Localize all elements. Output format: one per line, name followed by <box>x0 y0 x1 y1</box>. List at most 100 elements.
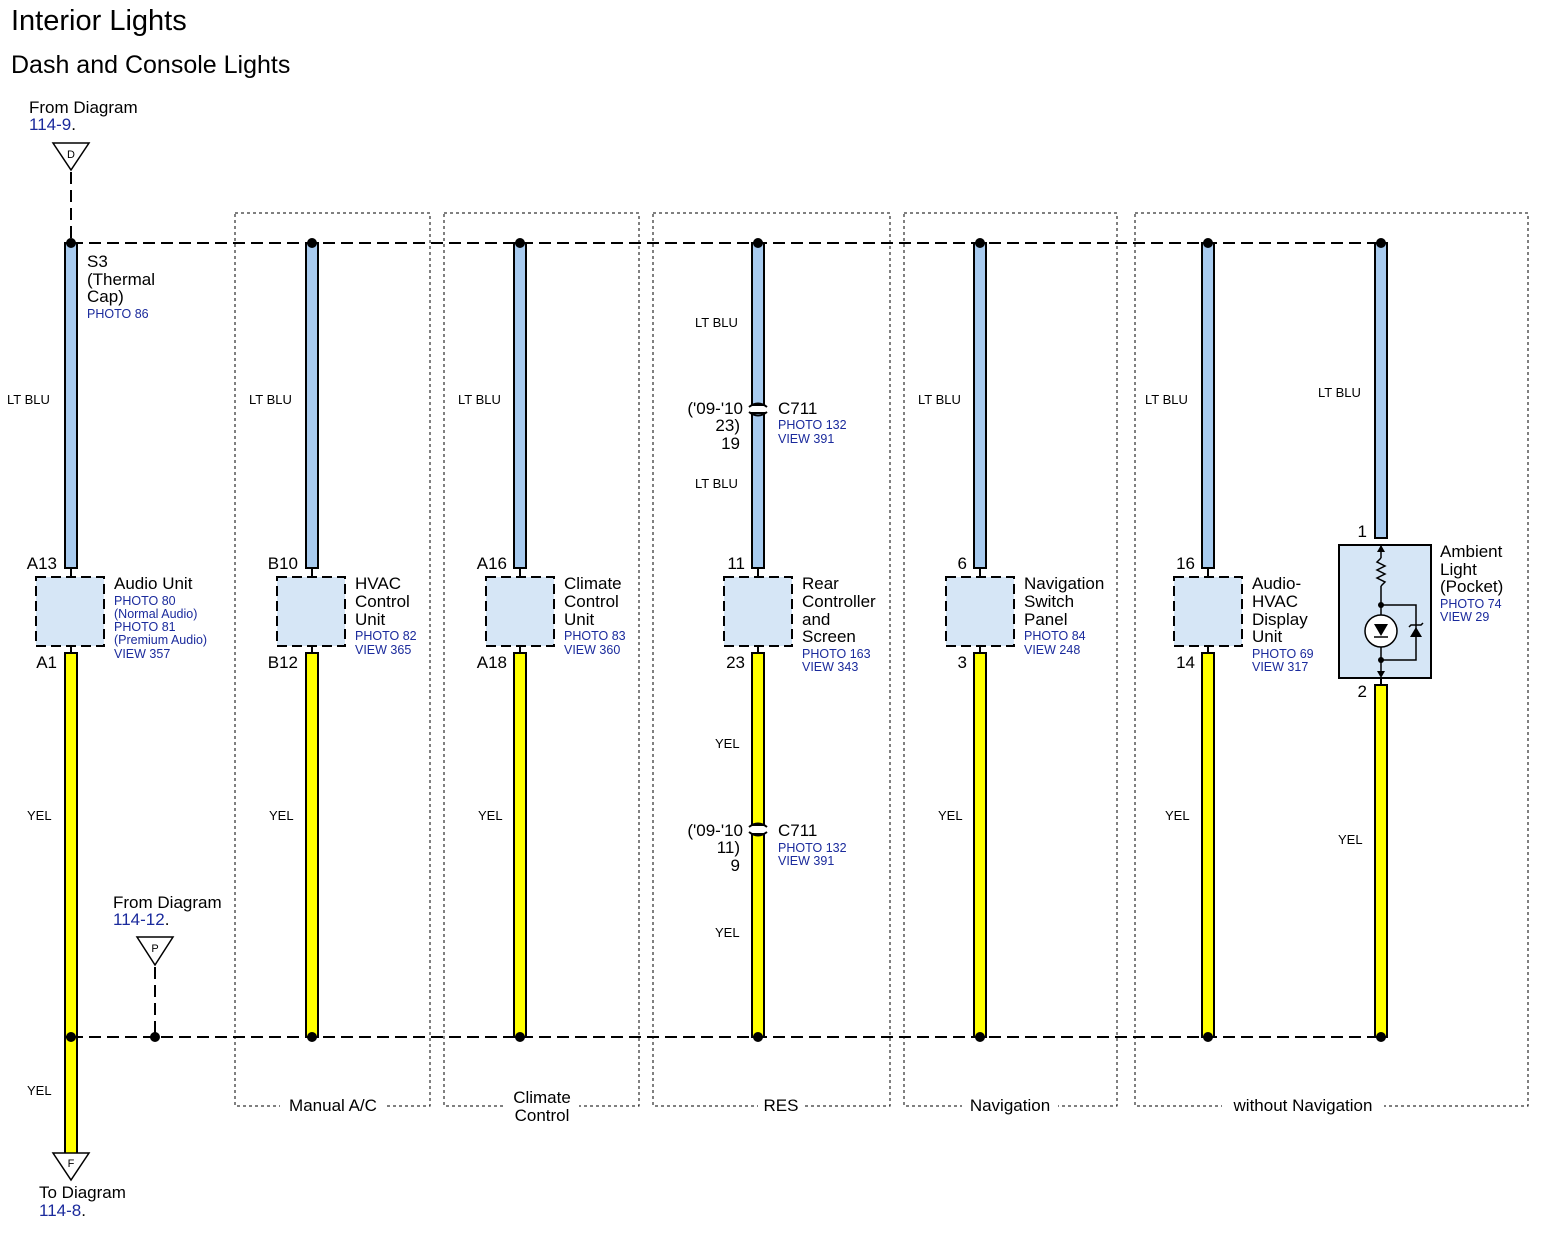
wire-label-lt-blu-4b: LT BLU <box>695 476 738 491</box>
rear-name-3: and <box>802 610 830 629</box>
wire-yel-4a <box>751 652 765 826</box>
component-climate-labels: Climate Control Unit PHOTO 83 VIEW 360 <box>564 574 626 657</box>
audio-unit-box[interactable] <box>35 576 105 647</box>
climate-control-unit-box[interactable] <box>485 576 555 647</box>
c711-top-pin-23: 23) <box>715 416 740 435</box>
wire-yel-3 <box>513 652 527 1038</box>
ahd-photo[interactable]: PHOTO 69 <box>1252 647 1314 661</box>
ahd-name-1: Audio- <box>1252 574 1301 593</box>
pin-audio-hvac-bottom: 14 <box>1176 653 1195 672</box>
navigation-switch-panel-box[interactable] <box>945 576 1015 647</box>
nav-name-2: Switch <box>1024 592 1074 611</box>
audio-unit-photo-80[interactable]: PHOTO 80 <box>114 594 176 608</box>
from-diagram-label: From Diagram <box>29 98 138 117</box>
splice-s3-id: S3 <box>87 252 108 271</box>
group-box-navigation <box>903 212 1118 1107</box>
rear-photo[interactable]: PHOTO 163 <box>802 647 871 661</box>
c711-top-view[interactable]: VIEW 391 <box>778 432 834 446</box>
rear-view[interactable]: VIEW 343 <box>802 660 858 674</box>
ambient-name-3: (Pocket) <box>1440 577 1503 596</box>
wires <box>64 242 1388 1156</box>
off-page-connector-p-icon <box>135 936 175 967</box>
ambient-light-box[interactable] <box>1338 544 1432 679</box>
ahd-view[interactable]: VIEW 317 <box>1252 660 1308 674</box>
group-boxes <box>234 212 1529 1107</box>
ambient-view[interactable]: VIEW 29 <box>1440 610 1489 624</box>
wire-lt-blu-5 <box>973 242 987 569</box>
from-diagram-ref-link[interactable]: 114-9. <box>29 115 76 134</box>
audio-unit-name: Audio Unit <box>114 574 193 593</box>
wire-yel-4b <box>751 833 765 1038</box>
wire-yel-1-out <box>64 1036 78 1156</box>
wire-label-yel-7: YEL <box>1338 832 1363 847</box>
c711-bottom-photo[interactable]: PHOTO 132 <box>778 841 847 855</box>
pin-labels: A13 A1 B10 B12 A16 A18 11 23 6 3 16 14 1… <box>27 522 1367 701</box>
wire-label-lt-blu-7: LT BLU <box>1318 385 1361 400</box>
c711-top-pin-note: ('09-'10 <box>687 399 743 418</box>
component-ambient-labels: Ambient Light (Pocket) PHOTO 74 VIEW 29 <box>1440 542 1503 624</box>
off-page-connector-f-letter: F <box>68 1158 75 1170</box>
inline-connector-c711-bottom <box>748 822 768 837</box>
wire-lt-blu-7 <box>1374 242 1388 539</box>
hvac-name-2: Control <box>355 592 410 611</box>
wire-lt-blu-6 <box>1201 242 1215 569</box>
audio-unit-normal-audio: (Normal Audio) <box>114 607 197 621</box>
ambient-photo[interactable]: PHOTO 74 <box>1440 597 1502 611</box>
audio-unit-premium-audio: (Premium Audio) <box>114 633 207 647</box>
rear-controller-box[interactable] <box>723 576 793 647</box>
wire-label-lt-blu-6: LT BLU <box>1145 392 1188 407</box>
component-rear-controller-labels: Rear Controller and Screen PHOTO 163 VIE… <box>802 574 876 674</box>
component-nav-switch-labels: Navigation Switch Panel PHOTO 84 VIEW 24… <box>1024 574 1104 657</box>
pin-audio-bottom: A1 <box>36 653 57 672</box>
pin-hvac-bottom: B12 <box>268 653 298 672</box>
wire-label-lt-blu-4a: LT BLU <box>695 315 738 330</box>
nav-view[interactable]: VIEW 248 <box>1024 643 1080 657</box>
hvac-name-3: Unit <box>355 610 386 629</box>
audio-unit-view[interactable]: VIEW 357 <box>114 647 170 661</box>
pin-nav-bottom: 3 <box>958 653 967 672</box>
off-page-connector-p-letter: P <box>151 943 158 955</box>
nav-name-3: Panel <box>1024 610 1067 629</box>
climate-name-3: Unit <box>564 610 595 629</box>
hvac-photo[interactable]: PHOTO 82 <box>355 629 417 643</box>
pin-nav-top: 6 <box>958 554 967 573</box>
ambient-light-component[interactable] <box>1338 544 1432 685</box>
audio-unit-photo-81[interactable]: PHOTO 81 <box>114 620 176 634</box>
splice-dots <box>66 238 1386 1042</box>
from-diagram-p-ref-link[interactable]: 114-12. <box>113 910 169 929</box>
wire-lt-blu-4b <box>751 412 765 569</box>
wire-label-yel-4b: YEL <box>715 925 740 940</box>
wire-lt-blu-4a <box>751 242 765 406</box>
rear-name-1: Rear <box>802 574 839 593</box>
climate-photo[interactable]: PHOTO 83 <box>564 629 626 643</box>
c711-bottom-view[interactable]: VIEW 391 <box>778 854 834 868</box>
component-hvac-labels: HVAC Control Unit PHOTO 82 VIEW 365 <box>355 574 417 657</box>
group-box-manual-ac <box>234 212 431 1107</box>
ahd-name-2: HVAC <box>1252 592 1298 611</box>
component-audio-hvac-labels: Audio- HVAC Display Unit PHOTO 69 VIEW 3… <box>1252 574 1314 674</box>
wire-yel-5 <box>973 652 987 1038</box>
rear-name-2: Controller <box>802 592 876 611</box>
to-diagram-ref-link[interactable]: 114-8. <box>39 1201 86 1220</box>
hvac-name-1: HVAC <box>355 574 401 593</box>
hvac-control-unit-box[interactable] <box>276 576 346 647</box>
group-label-manual-ac: Manual A/C <box>289 1096 377 1115</box>
splice-s3-photo-link[interactable]: PHOTO 86 <box>87 307 149 321</box>
audio-hvac-display-box[interactable] <box>1173 576 1243 647</box>
wire-label-lt-blu-5: LT BLU <box>918 392 961 407</box>
c711-top-id: C711 <box>778 399 817 418</box>
ambient-name-1: Ambient <box>1440 542 1503 561</box>
c711-bottom-pin-note: ('09-'10 <box>687 821 743 840</box>
c711-top-photo[interactable]: PHOTO 132 <box>778 418 847 432</box>
zener-diode-icon <box>1410 627 1422 637</box>
off-page-connector-d-icon <box>51 142 91 172</box>
pin-climate-bottom: A18 <box>477 653 507 672</box>
climate-view[interactable]: VIEW 360 <box>564 643 620 657</box>
wire-lt-blu-1 <box>64 242 78 569</box>
nav-photo[interactable]: PHOTO 84 <box>1024 629 1086 643</box>
page-title: Interior Lights <box>11 5 187 37</box>
wire-label-yel-3: YEL <box>478 808 503 823</box>
hvac-view[interactable]: VIEW 365 <box>355 643 411 657</box>
connector-c711-top-labels: ('09-'10 23) 19 C711 PHOTO 132 VIEW 391 <box>687 399 846 453</box>
